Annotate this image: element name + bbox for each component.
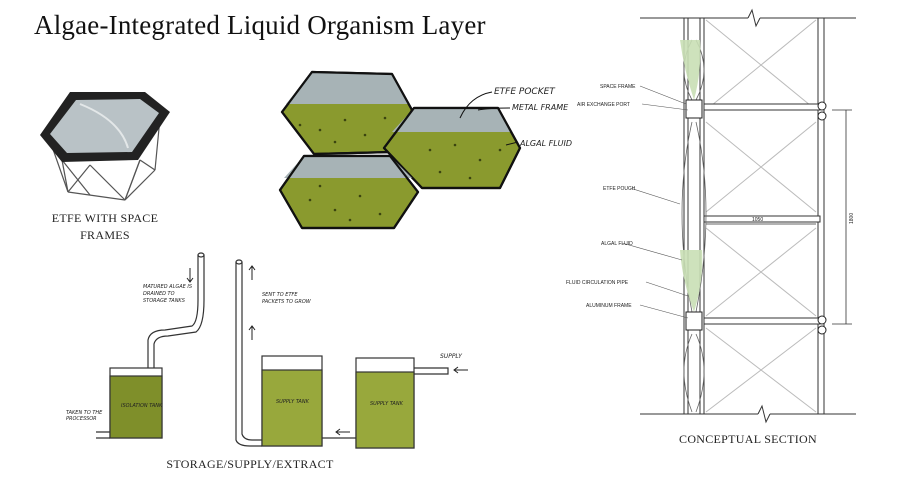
note-taken-container: TAKEN TO THE PROCESSOR xyxy=(66,410,103,422)
note-matured-container: MATURED ALGAE IS DRAINED TO STORAGE TANK… xyxy=(143,284,193,304)
tank-label-isolation: ISOLATION TANK xyxy=(121,403,163,409)
note-supply: SUPPLY xyxy=(440,353,463,360)
hex-leaders xyxy=(459,91,519,146)
caption-etfe-frames: ETFE WITH SPACE FRAMES xyxy=(51,211,159,242)
caption-storage: STORAGE/SUPPLY/EXTRACT xyxy=(166,457,334,471)
hex-label-algal-fluid: ALGAL FLUID xyxy=(519,139,572,148)
hex-label-etfe-pocket: ETFE POCKET xyxy=(494,87,556,97)
note-sent-container: SENT TO ETFE PACKETS TO GROW xyxy=(262,292,311,305)
section-label-aluminum-frame: ALUMINUM FRAME xyxy=(586,303,632,309)
page-title: Algae-Integrated Liquid Organism Layer xyxy=(34,10,486,40)
dimension-horizontal: 1050 xyxy=(752,217,763,223)
storage-sketch xyxy=(96,252,468,449)
etfe-frame-illustration xyxy=(40,92,170,201)
note-matured: MATURED ALGAE IS DRAINED TO STORAGE TANK… xyxy=(143,284,193,304)
section-label-air-exchange-port: AIR EXCHANGE PORT xyxy=(577,102,630,108)
hexagon-cluster-sketch xyxy=(278,70,522,230)
note-sent: SENT TO ETFE PACKETS TO GROW xyxy=(262,292,311,305)
section-label-etfe-pouch: ETFE POUCH xyxy=(603,186,636,192)
section-label-space-frame: SPACE FRAME xyxy=(600,84,636,90)
note-taken: TAKEN TO THE PROCESSOR xyxy=(66,410,103,422)
section-label-algal-fluid: ALGAL FLUID xyxy=(601,241,633,247)
dimension-vertical: 1800 xyxy=(849,213,855,224)
caption-section: CONCEPTUAL SECTION xyxy=(679,432,817,446)
tank-label-supply-2: SUPPLY TANK xyxy=(370,401,404,407)
hex-label-metal-frame: METAL FRAME xyxy=(512,103,569,112)
conceptual-section xyxy=(621,8,856,424)
tank-label-supply-1: SUPPLY TANK xyxy=(276,399,310,405)
section-label-fluid-circulation-pipe: FLUID CIRCULATION PIPE xyxy=(566,280,629,286)
